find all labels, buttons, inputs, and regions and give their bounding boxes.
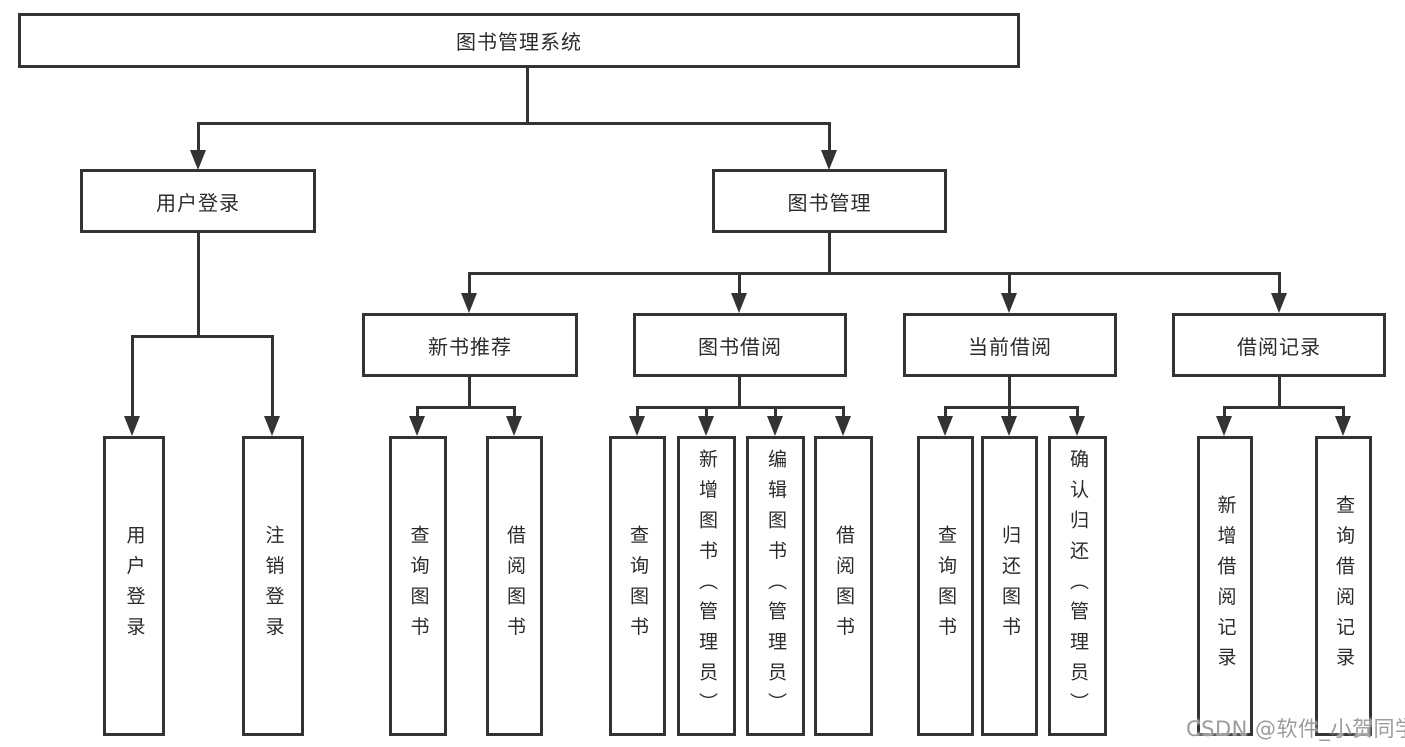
leaf-recommend-borrow-books: 借阅图书 xyxy=(486,436,543,736)
leaf-logout: 注销登录 xyxy=(242,436,304,736)
arrow-down-icon xyxy=(1335,416,1351,436)
node-book-management-label: 图书管理 xyxy=(787,190,872,215)
arrow-down-icon xyxy=(629,416,645,436)
connector-vline xyxy=(513,406,516,418)
connector-vline xyxy=(271,335,274,418)
connector-hline xyxy=(131,335,274,338)
connector-vline xyxy=(738,272,741,295)
connector-hline xyxy=(944,406,1079,409)
connector-hline xyxy=(468,272,1281,275)
arrow-down-icon xyxy=(409,416,425,436)
arrow-down-icon xyxy=(821,150,837,170)
arrow-down-icon xyxy=(1271,293,1287,313)
leaf-user-login-label: 用户登录 xyxy=(123,525,146,647)
arrow-down-icon xyxy=(124,416,140,436)
connector-vline xyxy=(1008,377,1011,406)
connector-vline xyxy=(828,122,831,152)
arrow-down-icon xyxy=(264,416,280,436)
arrow-down-icon xyxy=(1001,416,1017,436)
leaf-confirm-return-admin: 确认归还（管理员） xyxy=(1048,436,1107,736)
connector-hline xyxy=(636,406,845,409)
leaf-return-books-label: 归还图书 xyxy=(998,525,1021,647)
connector-vline xyxy=(828,233,831,275)
arrow-down-icon xyxy=(190,150,206,170)
node-library-system-label: 图书管理系统 xyxy=(456,30,582,54)
arrow-down-icon xyxy=(937,416,953,436)
arrow-down-icon xyxy=(698,416,714,436)
leaf-user-login: 用户登录 xyxy=(103,436,165,736)
connector-vline xyxy=(1223,406,1226,418)
arrow-down-icon xyxy=(506,416,522,436)
arrow-down-icon xyxy=(767,416,783,436)
connector-hline xyxy=(197,122,831,125)
leaf-recommend-borrow-books-label: 借阅图书 xyxy=(503,525,526,647)
connector-vline xyxy=(131,335,134,418)
leaf-current-query-books: 查询图书 xyxy=(917,436,974,736)
arrow-down-icon xyxy=(461,293,477,313)
connector-vline xyxy=(197,122,200,152)
connector-vline xyxy=(1008,406,1011,418)
connector-vline xyxy=(774,406,777,418)
connector-vline xyxy=(468,377,471,406)
node-current-borrowing-label: 当前借阅 xyxy=(968,334,1052,359)
connector-vline xyxy=(1342,406,1345,418)
node-new-book-recommend-label: 新书推荐 xyxy=(428,334,512,359)
csdn-watermark: CSDN @软件_小贺同学 xyxy=(1186,717,1405,741)
arrow-down-icon xyxy=(835,416,851,436)
leaf-current-query-books-label: 查询图书 xyxy=(934,525,957,647)
connector-vline xyxy=(1278,272,1281,295)
arrow-down-icon xyxy=(1069,416,1085,436)
arrow-down-icon xyxy=(731,293,747,313)
node-current-borrowing: 当前借阅 xyxy=(903,313,1117,377)
connector-vline xyxy=(738,377,741,406)
connector-vline xyxy=(526,68,529,122)
connector-vline xyxy=(468,272,471,295)
leaf-add-book-admin: 新增图书（管理员） xyxy=(677,436,736,736)
connector-vline xyxy=(1008,272,1011,295)
node-user-login: 用户登录 xyxy=(80,169,316,233)
leaf-edit-book-admin-label: 编辑图书（管理员） xyxy=(764,449,787,723)
leaf-recommend-query-books: 查询图书 xyxy=(389,436,447,736)
leaf-add-borrow-record: 新增借阅记录 xyxy=(1197,436,1253,736)
leaf-recommend-query-books-label: 查询图书 xyxy=(407,525,430,647)
leaf-borrowing-query-books: 查询图书 xyxy=(609,436,666,736)
connector-vline xyxy=(416,406,419,418)
connector-vline xyxy=(944,406,947,418)
leaf-borrowing-borrow-books: 借阅图书 xyxy=(814,436,873,736)
node-book-management: 图书管理 xyxy=(712,169,947,233)
arrow-down-icon xyxy=(1001,293,1017,313)
node-borrow-records: 借阅记录 xyxy=(1172,313,1386,377)
arrow-down-icon xyxy=(1216,416,1232,436)
node-borrow-records-label: 借阅记录 xyxy=(1237,334,1321,359)
connector-vline xyxy=(636,406,639,418)
node-user-login-label: 用户登录 xyxy=(156,190,240,215)
leaf-add-borrow-record-label: 新增借阅记录 xyxy=(1214,494,1237,678)
connector-vline xyxy=(705,406,708,418)
leaf-edit-book-admin: 编辑图书（管理员） xyxy=(746,436,805,736)
leaf-add-book-admin-label: 新增图书（管理员） xyxy=(695,449,718,723)
connector-hline xyxy=(416,406,516,409)
leaf-return-books: 归还图书 xyxy=(981,436,1038,736)
node-library-system: 图书管理系统 xyxy=(18,13,1020,68)
connector-hline xyxy=(1223,406,1345,409)
leaf-query-borrow-record: 查询借阅记录 xyxy=(1315,436,1372,736)
node-book-borrowing: 图书借阅 xyxy=(633,313,847,377)
leaf-borrowing-borrow-books-label: 借阅图书 xyxy=(832,525,855,647)
leaf-borrowing-query-books-label: 查询图书 xyxy=(626,525,649,647)
connector-vline xyxy=(1076,406,1079,418)
leaf-logout-label: 注销登录 xyxy=(262,525,285,647)
connector-vline xyxy=(197,233,200,335)
leaf-confirm-return-admin-label: 确认归还（管理员） xyxy=(1066,449,1089,723)
node-new-book-recommend: 新书推荐 xyxy=(362,313,578,377)
connector-vline xyxy=(1278,377,1281,406)
leaf-query-borrow-record-label: 查询借阅记录 xyxy=(1332,494,1355,678)
node-book-borrowing-label: 图书借阅 xyxy=(698,334,782,359)
connector-vline xyxy=(842,406,845,418)
